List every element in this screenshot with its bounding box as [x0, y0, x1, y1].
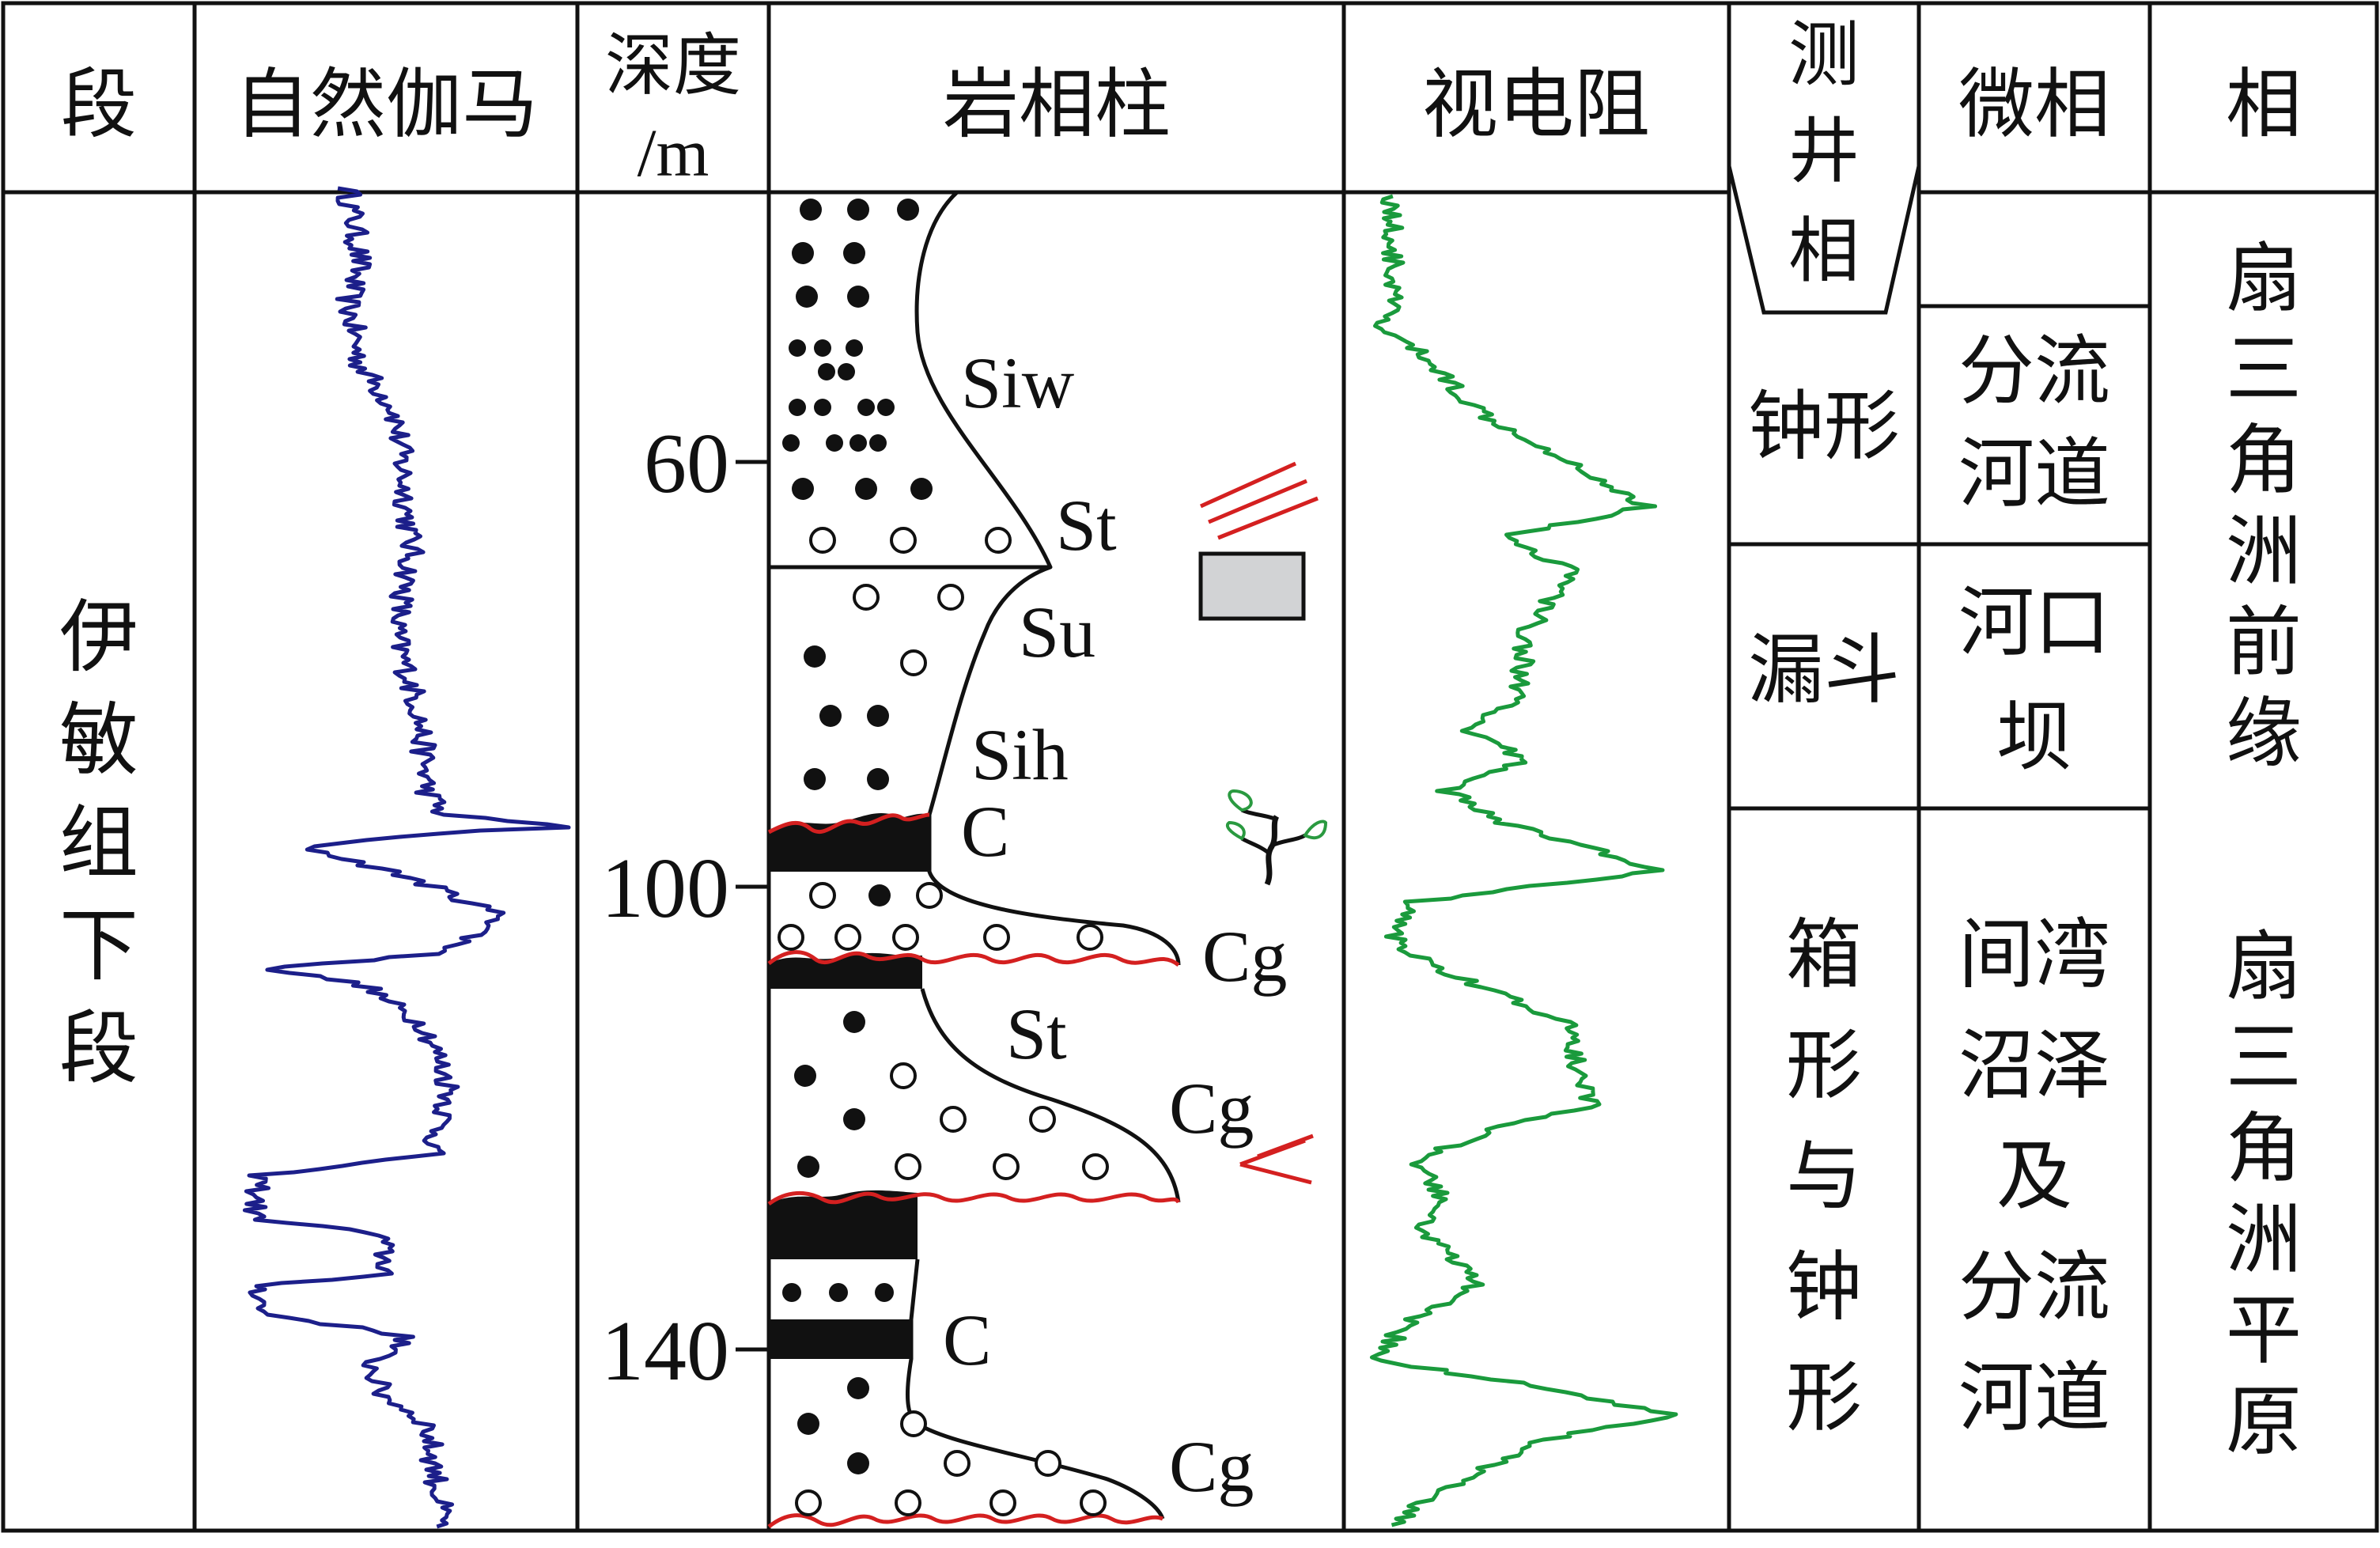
depth-tick-label: 140 [601, 1304, 729, 1398]
header-lithology: 岩相柱 [943, 60, 1171, 149]
svg-text:河道: 河道 [1958, 430, 2110, 518]
svg-text:伊: 伊 [59, 591, 138, 683]
header-microfacies: 微相 [1958, 60, 2110, 149]
svg-text:间湾: 间湾 [1958, 910, 2110, 999]
header-resistivity: 视电阻 [1422, 60, 1650, 149]
svg-text:河道: 河道 [1958, 1353, 2110, 1442]
lith-label: Siw [961, 343, 1075, 423]
segment-name: 伊 敏 组 下 段 [59, 591, 138, 1095]
depth-axis [736, 460, 769, 1352]
svg-text:三: 三 [2226, 1013, 2302, 1102]
lith-label: St [1056, 485, 1117, 566]
svg-text:河口: 河口 [1958, 578, 2110, 667]
header-gamma: 自然伽马 [234, 60, 538, 149]
cross-bedding-icon [1199, 461, 1319, 540]
erosion-line [767, 950, 1180, 967]
svg-text:扇: 扇 [2226, 922, 2302, 1011]
lithology-outline [769, 190, 1181, 1520]
plant-fossil-icon [1225, 789, 1328, 886]
header-facies: 相 [2226, 60, 2302, 149]
lith-label: St [1006, 994, 1067, 1074]
svg-text:钟: 钟 [1786, 1243, 1862, 1331]
facies-column: 扇 三 角 洲 前 缘 扇 三 角 洲 平 原 [2226, 234, 2302, 1466]
coal-bands [769, 812, 929, 1359]
svg-text:原: 原 [2226, 1377, 2302, 1466]
lith-label: Cg [1169, 1426, 1254, 1507]
svg-text:下: 下 [59, 899, 138, 992]
svg-text:分流: 分流 [1958, 327, 2110, 415]
gray-box-icon [1198, 551, 1306, 621]
lith-label: Su [1019, 592, 1095, 672]
lithology-column: Siw St Su Sih C Cg St Cg C Cg [767, 190, 1287, 1528]
depth-tick-labels: 60 100 140 [601, 417, 729, 1398]
svg-text:形: 形 [1786, 1021, 1862, 1110]
header-depth-unit: /m [638, 115, 709, 191]
microfacies-column: 分流 河道 河口 坝 间湾 沼泽 及 分流 河道 [1958, 327, 2110, 1442]
svg-text:坝: 坝 [1996, 693, 2072, 782]
svg-text:形: 形 [1786, 1353, 1862, 1442]
svg-text:洲: 洲 [2226, 507, 2302, 596]
log-facies-column: 钟形 漏斗 箱 形 与 钟 形 [1748, 382, 1900, 1442]
pebble-dots [782, 199, 933, 1474]
erosion-line [767, 812, 930, 835]
svg-text:平: 平 [2226, 1286, 2302, 1375]
svg-text:段: 段 [59, 1002, 138, 1095]
header-row: 段 自然伽马 深度 /m 岩相柱 视电阻 测 井 相 微相 相 [61, 13, 2302, 293]
depth-tick-label: 60 [644, 417, 729, 511]
resistivity-curve [1369, 194, 1678, 1527]
header-logfacies-2: 井 [1788, 110, 1860, 193]
log-facies-bell: 钟形 [1748, 382, 1900, 471]
svg-text:分流: 分流 [1958, 1243, 2110, 1331]
header-logfacies-3: 相 [1788, 210, 1860, 293]
lithofacies-labels: Siw St Su Sih C Cg St Cg C Cg [943, 343, 1287, 1507]
svg-text:三: 三 [2226, 325, 2302, 414]
lith-label: C [961, 791, 1009, 872]
depth-tick-label: 100 [601, 842, 729, 936]
svg-text:组: 组 [59, 797, 138, 889]
gamma-ray-curve [242, 186, 571, 1529]
header-logfacies-1: 测 [1788, 13, 1860, 97]
lith-label: Cg [1169, 1068, 1254, 1149]
erosion-line [767, 1190, 1181, 1206]
lith-label: Sih [971, 714, 1069, 795]
svg-text:敏: 敏 [59, 694, 138, 786]
erosion-line [767, 1513, 1164, 1528]
svg-text:箱: 箱 [1786, 910, 1862, 999]
svg-text:及: 及 [1996, 1132, 2072, 1221]
svg-text:角: 角 [2226, 416, 2302, 505]
pebble-circles [778, 527, 1109, 1516]
log-facies-funnel: 漏斗 [1748, 626, 1900, 714]
svg-text:扇: 扇 [2226, 234, 2302, 323]
erosion-lines [767, 812, 1181, 1528]
header-segment: 段 [61, 60, 137, 149]
lith-label: C [943, 1300, 991, 1380]
lith-label: Cg [1202, 916, 1287, 997]
tool-mark-icon [1239, 1134, 1314, 1185]
svg-text:沼泽: 沼泽 [1958, 1021, 2110, 1110]
svg-text:前: 前 [2226, 598, 2302, 687]
svg-text:缘: 缘 [2226, 689, 2302, 778]
header-depth: 深度 [605, 26, 741, 105]
svg-text:与: 与 [1786, 1132, 1862, 1221]
svg-text:角: 角 [2226, 1104, 2302, 1193]
svg-text:洲: 洲 [2226, 1195, 2302, 1284]
